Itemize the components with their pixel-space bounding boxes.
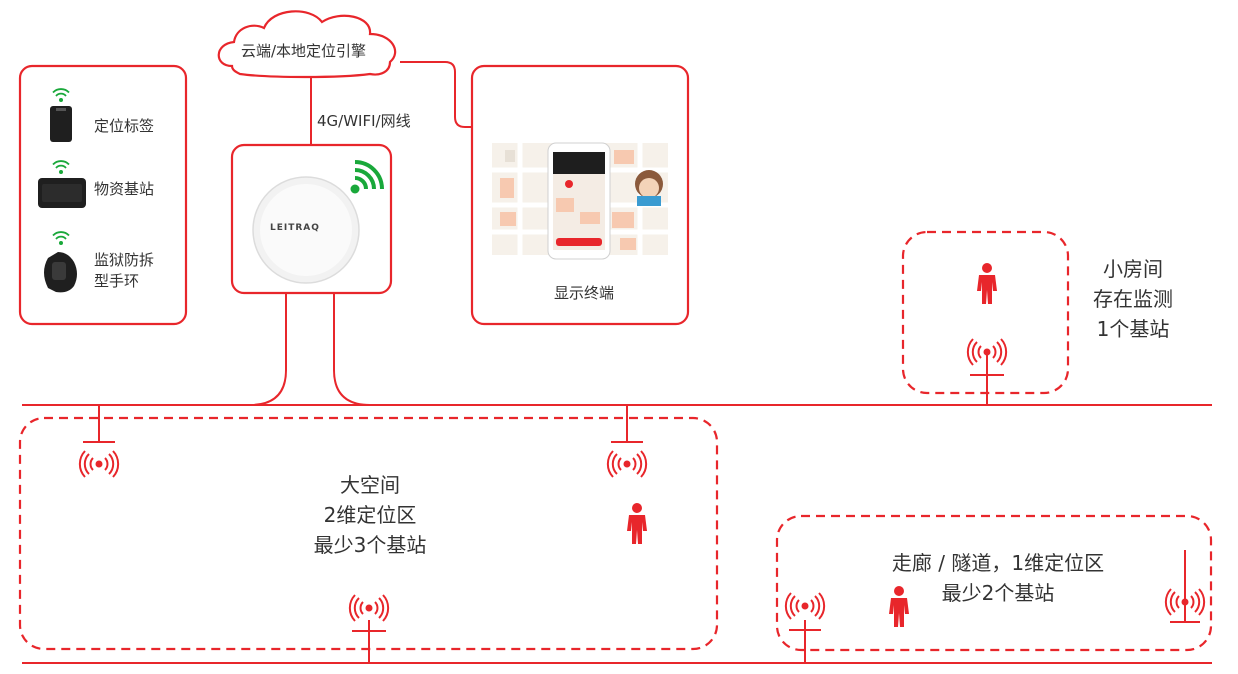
tag-device <box>50 106 72 142</box>
antenna-icon <box>78 450 120 478</box>
device-tag-label: 定位标签 <box>94 117 155 135</box>
device-station-label: 物资基站 <box>94 180 155 198</box>
gateway-brand: LEITRAQ <box>270 223 320 233</box>
small-room-line-3: 1个基站 <box>1096 317 1170 341</box>
zone-corridor <box>775 514 1213 652</box>
person-icon <box>627 503 647 544</box>
small-room-label: 小房间 存在监测 1个基站 <box>1073 254 1193 344</box>
display-label: 显示终端 <box>554 284 615 302</box>
device-wristband-label-1: 监狱防拆 <box>94 251 155 269</box>
zone-small-room <box>901 230 1070 395</box>
device-wristband-label-2: 型手环 <box>94 272 140 290</box>
cloud-label: 云端/本地定位引擎 <box>241 42 367 60</box>
gateway-wifi-icon <box>350 160 384 194</box>
big-space-line-1: 大空间 <box>340 473 400 497</box>
big-space-line-2: 2维定位区 <box>323 503 417 527</box>
cloud-shape <box>217 10 397 79</box>
big-space-line-3: 最少3个基站 <box>313 533 427 557</box>
corridor-line-2: 最少2个基站 <box>941 581 1055 605</box>
display-screen <box>492 142 668 260</box>
small-room-line-1: 小房间 <box>1103 257 1163 281</box>
small-room-line-2: 存在监测 <box>1093 287 1173 311</box>
connection-label: 4G/WIFI/网线 <box>317 112 411 130</box>
antenna-icon <box>784 592 826 620</box>
corridor-line-1: 走廊 / 隧道，1维定位区 <box>891 551 1105 575</box>
antenna-icon <box>606 450 648 478</box>
corridor-label: 走廊 / 隧道，1维定位区 最少2个基站 <box>860 548 1136 608</box>
antenna-icon <box>348 594 390 622</box>
person-icon <box>977 263 997 304</box>
big-space-label: 大空间 2维定位区 最少3个基站 <box>290 470 450 560</box>
